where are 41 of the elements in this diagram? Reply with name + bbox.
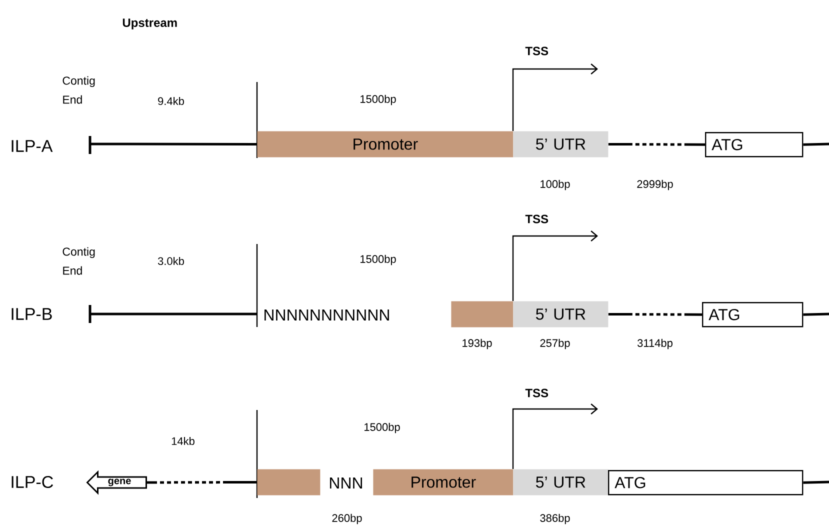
length-label: 1500bp <box>360 94 396 106</box>
heading-label: TSS <box>525 46 548 56</box>
sequence-line <box>90 142 257 146</box>
sequence-line <box>608 142 706 146</box>
heading-label: TSS <box>525 214 548 224</box>
length-label: 193bp <box>462 338 492 350</box>
length-label: 260bp <box>332 514 362 524</box>
start-codon-box: ATG <box>705 132 804 158</box>
promoter-box <box>257 469 320 496</box>
sequence-line <box>803 312 829 316</box>
sequence-label: NNN <box>330 478 362 488</box>
sequence-line <box>608 312 702 316</box>
note-label: Contig End <box>62 247 95 275</box>
length-label: 386bp <box>540 514 570 524</box>
utr-box: 5’ UTR <box>513 131 608 158</box>
length-label: 257bp <box>540 338 570 350</box>
sequence-name: ILP-C <box>12 476 54 488</box>
length-label: 100bp <box>540 180 570 190</box>
utr-box: 5’ UTR <box>513 469 608 496</box>
sequence-name: ILP-B <box>12 308 52 320</box>
utr-box: 5’ UTR <box>513 301 608 328</box>
length-label: 1500bp <box>360 254 396 266</box>
promoter-box: Promoter <box>257 131 514 158</box>
length-label: 14kb <box>172 436 194 446</box>
length-label: 3.0kb <box>158 256 184 266</box>
length-label: 1500bp <box>364 422 400 434</box>
length-label: 9.4kb <box>158 96 184 106</box>
length-label: 2999bp <box>637 180 673 190</box>
start-codon-box: ATG <box>702 302 804 328</box>
note-label: Contig End <box>62 76 95 104</box>
promoter-box: Promoter <box>373 469 514 496</box>
length-label: 3114bp <box>638 338 672 350</box>
sequence-label: NNNNNNNNNNN <box>264 310 389 320</box>
sequence-line <box>803 480 829 484</box>
promoter-box <box>451 301 514 328</box>
start-codon-box: ATG <box>608 470 804 496</box>
heading-label: TSS <box>525 388 548 398</box>
sequence-line <box>147 480 257 484</box>
sequence-line <box>803 142 829 146</box>
sequence-name: ILP-A <box>12 140 53 152</box>
heading-label: Upstream <box>122 18 177 30</box>
